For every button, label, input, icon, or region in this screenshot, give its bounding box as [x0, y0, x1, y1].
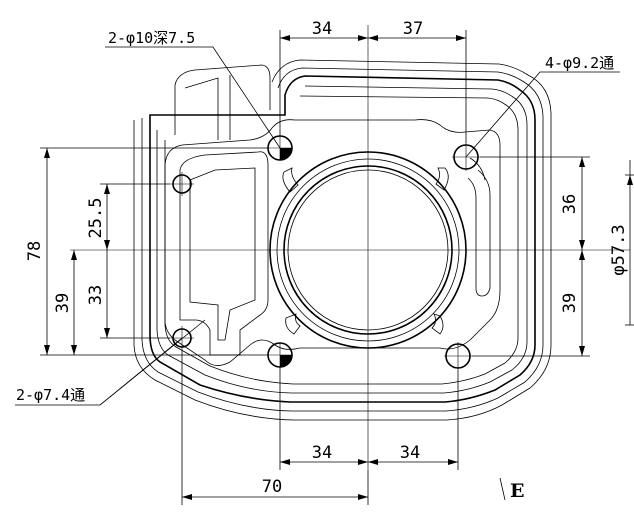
left-inner-lower-dim: 33 [86, 285, 106, 305]
right-upper-dim: 36 [560, 194, 580, 214]
right-lower-dim: 39 [560, 293, 580, 313]
dimension-texts: 34 37 34 34 70 78 39 25.5 33 36 39 φ57.3… [16, 19, 629, 502]
cylinder-body-outline [133, 59, 552, 421]
left-overall-dim: 78 [25, 241, 45, 261]
dimension-lines [15, 30, 634, 505]
top-right-dim: 37 [403, 19, 423, 39]
through-holes-small-note: 2-φ7.4通 [16, 386, 85, 404]
left-lower-dim: 39 [53, 293, 73, 313]
center-lines [70, 25, 630, 470]
left-inner-upper-dim: 25.5 [86, 198, 106, 239]
bottom-right-dim: 34 [400, 443, 420, 463]
gasket-face [164, 119, 501, 366]
through-holes-large-note: 4-φ9.2通 [545, 54, 614, 72]
bottom-left-dim: 34 [312, 443, 332, 463]
view-label: E [510, 480, 524, 502]
bore-diameter-dim: φ57.3 [609, 224, 629, 275]
cylinder-bore [269, 151, 467, 349]
bottom-overall-dim: 70 [262, 477, 282, 497]
blind-holes-note: 2-φ10深7.5 [108, 29, 195, 47]
bolt-holes [170, 135, 480, 370]
top-left-dim: 34 [312, 19, 332, 39]
